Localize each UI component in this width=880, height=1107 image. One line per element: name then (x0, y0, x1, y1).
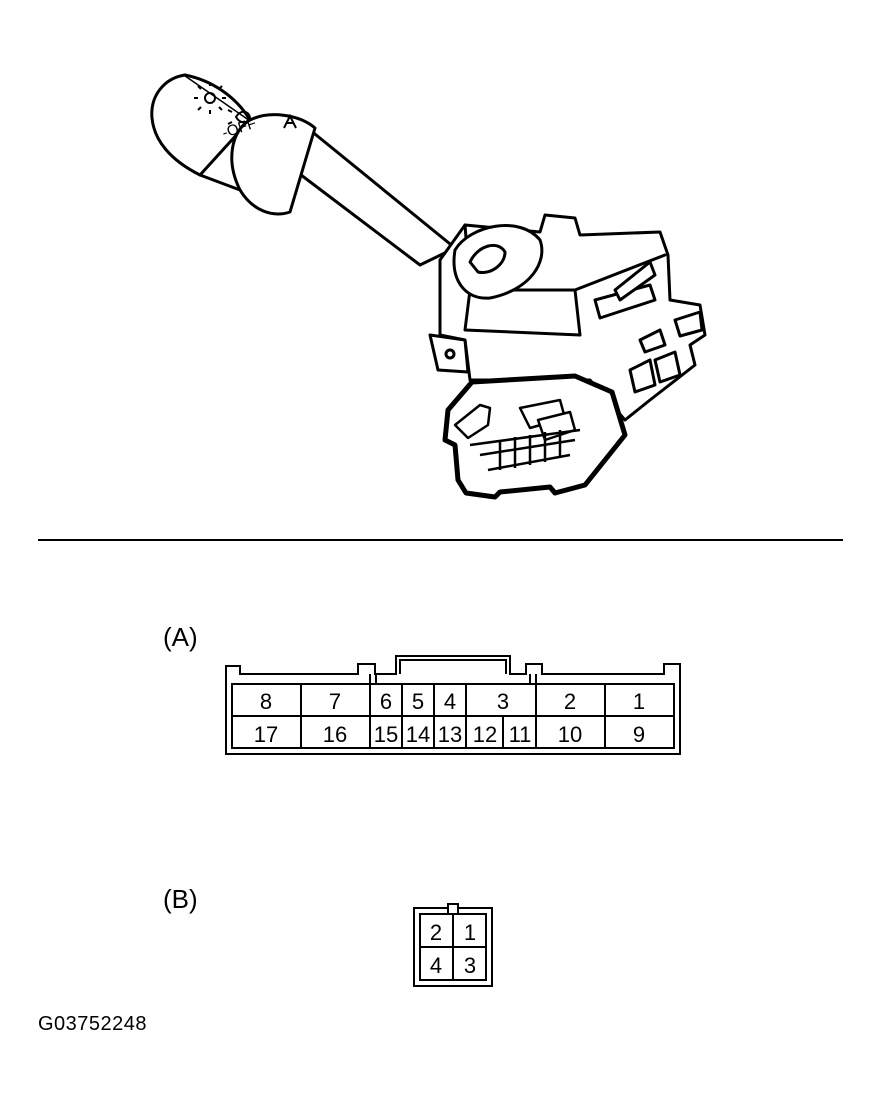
pin-a-4: 4 (444, 689, 456, 714)
pin-b-1: 1 (464, 920, 476, 945)
connector-a-label: (A) (163, 622, 198, 652)
pin-a-17: 17 (254, 722, 278, 747)
parking-light-symbol-icon (227, 109, 252, 125)
pin-a-15: 15 (374, 722, 398, 747)
pin-a-12: 12 (473, 722, 497, 747)
pin-a-7: 7 (329, 689, 341, 714)
headlight-symbol-icon (194, 82, 226, 114)
pin-a-16: 16 (323, 722, 347, 747)
pin-a-6: 6 (380, 689, 392, 714)
pin-a-5: 5 (412, 689, 424, 714)
lever-knob (150, 73, 252, 177)
pin-a-9: 9 (633, 722, 645, 747)
pin-a-10: 10 (558, 722, 582, 747)
connector-b-face: 2 1 4 3 (413, 903, 493, 987)
pin-a-8: 8 (260, 689, 272, 714)
pin-b-3: 3 (464, 953, 476, 978)
section-divider (38, 539, 843, 541)
pin-b-2: 2 (430, 920, 442, 945)
lever-knob-ring (230, 113, 317, 216)
figure-id: G03752248 (38, 1013, 148, 1035)
combination-switch-illustration: -OFF (150, 73, 707, 500)
pin-a-3: 3 (497, 689, 509, 714)
pin-b-4: 4 (430, 953, 442, 978)
auto-marking-icon (283, 113, 297, 129)
connector-b-label: (B) (163, 884, 198, 914)
pin-a-2: 2 (564, 689, 576, 714)
connector-a-face: 8 7 6 5 4 3 2 1 17 16 15 14 13 12 11 10 … (225, 655, 681, 755)
pin-a-14: 14 (406, 722, 430, 747)
pin-a-11: 11 (509, 722, 532, 747)
pin-a-1: 1 (633, 689, 645, 714)
pin-a-13: 13 (438, 722, 462, 747)
